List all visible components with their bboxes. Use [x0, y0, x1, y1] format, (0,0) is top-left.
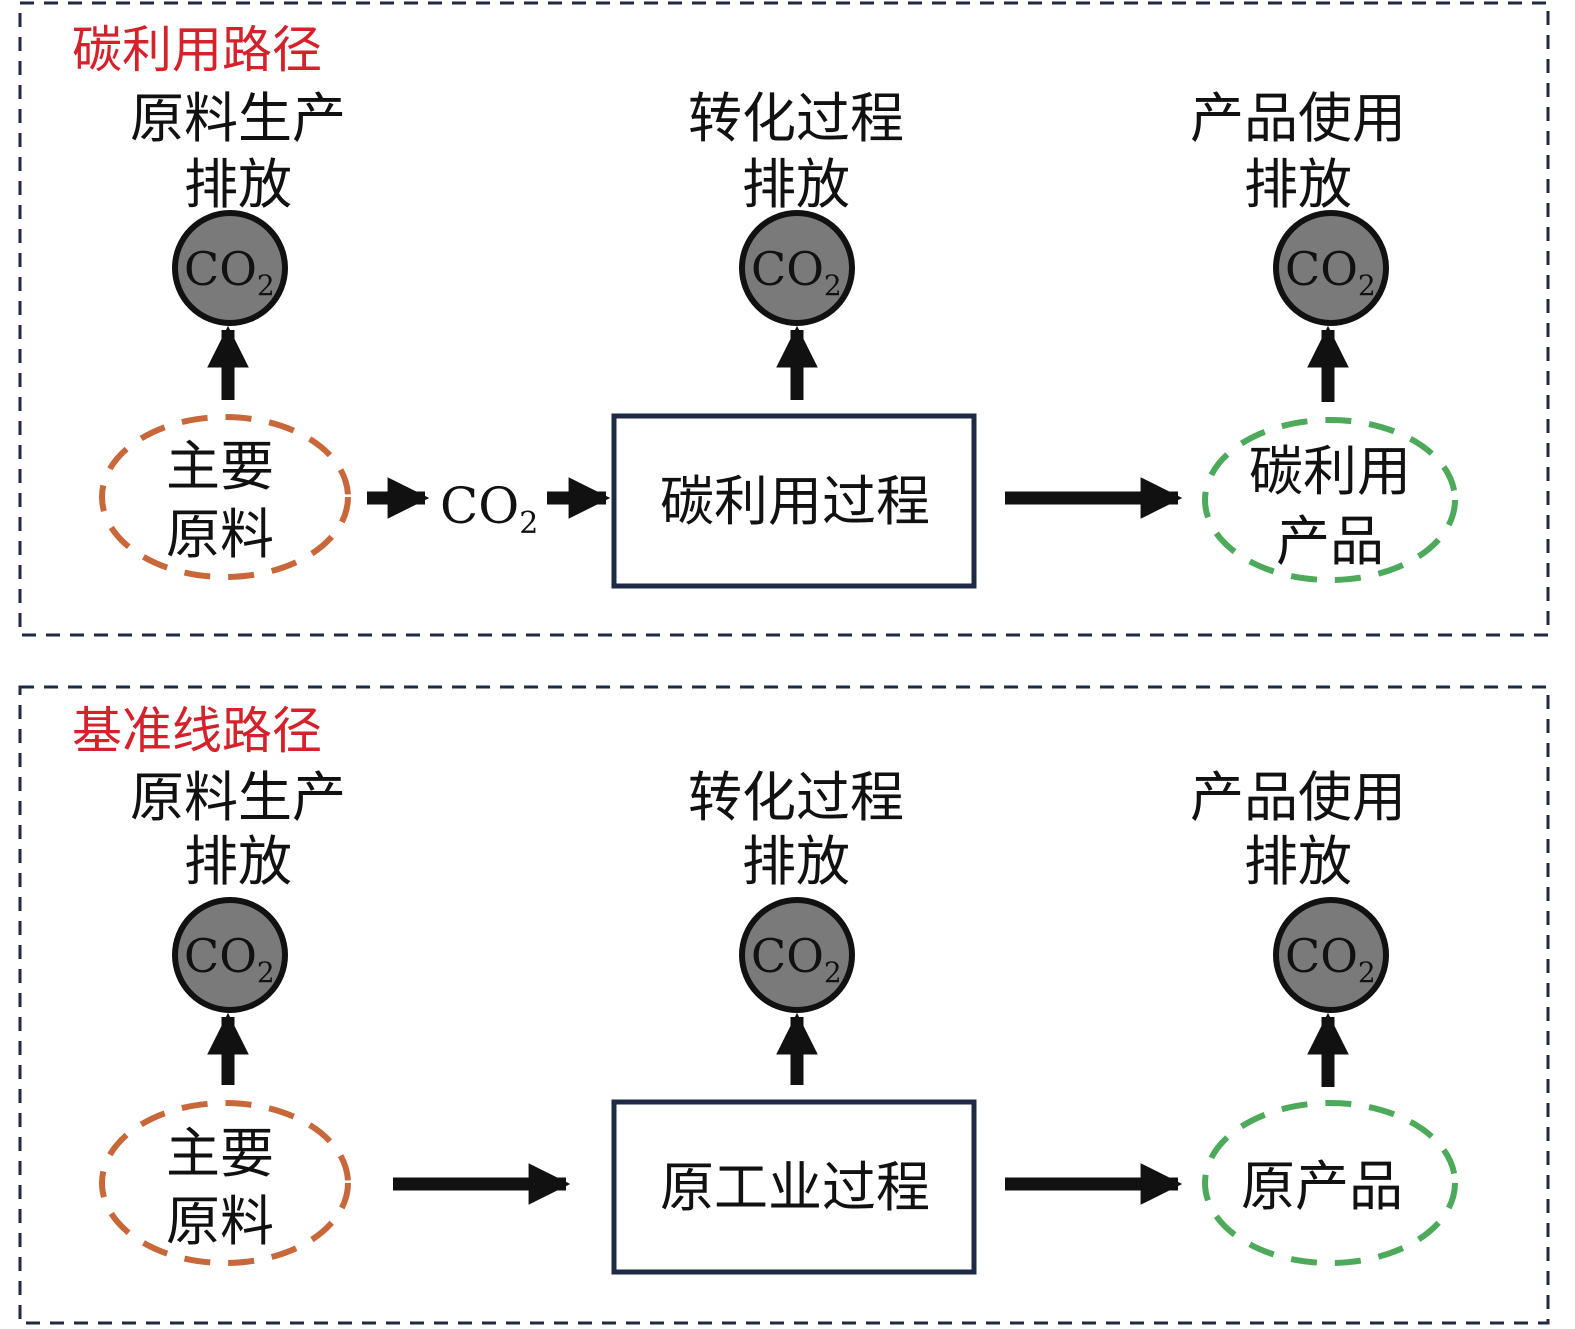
raw-material-node: 主要 原料 [99, 414, 351, 580]
panel-title: 碳利用路径 [72, 21, 322, 79]
svg-text:CO2: CO2 [751, 929, 842, 989]
intermediate-co2-main: CO [440, 477, 519, 535]
intermediate-co2-subscript: 2 [519, 506, 538, 541]
emission-label-product-line2: 排放 [1244, 153, 1352, 216]
co2-subscript: 2 [824, 269, 842, 302]
intermediate-co2: CO2 [440, 477, 538, 541]
product-line1: 碳利用 [1249, 440, 1411, 503]
co2-emission-node: CO2 [172, 897, 288, 1013]
svg-text:CO2: CO2 [751, 242, 842, 302]
co2-emission-node: CO2 [739, 897, 855, 1013]
emission-label-raw-line2: 排放 [184, 153, 292, 216]
product-line1: 原产品 [1241, 1155, 1403, 1218]
co2-label: CO [1285, 242, 1358, 296]
co2-emission-node: CO2 [1273, 210, 1389, 326]
co2-label: CO [184, 929, 257, 983]
svg-text:CO2: CO2 [1285, 929, 1376, 989]
raw-material-line2: 原料 [166, 1190, 274, 1253]
co2-label: CO [1285, 929, 1358, 983]
co2-label: CO [751, 242, 824, 296]
emission-label-conversion-line1: 转化过程 [688, 766, 904, 829]
product-line2: 产品 [1276, 510, 1384, 573]
emission-label-product-line2: 排放 [1244, 830, 1352, 893]
svg-text:CO2: CO2 [184, 929, 275, 989]
raw-material-line2: 原料 [166, 503, 274, 566]
baseline-panel: 基准线路径 原料生产 排放 转化过程 排放 产品使用 排放 CO2 CO2 CO… [18, 685, 1550, 1325]
panel-title: 基准线路径 [72, 702, 322, 760]
product-node: 原产品 [1202, 1100, 1458, 1266]
product-node: 碳利用 产品 [1202, 417, 1458, 583]
process-label: 原工业过程 [660, 1156, 930, 1219]
panel-border [18, 685, 1550, 1325]
co2-emission-node: CO2 [1273, 897, 1389, 1013]
process-label: 碳利用过程 [660, 470, 930, 533]
process-box: 原工业过程 [611, 1099, 977, 1275]
emission-label-conversion-line2: 排放 [742, 153, 850, 216]
carbon-utilization-panel: 碳利用路径 原料生产 排放 转化过程 排放 产品使用 排放 CO2 CO2 CO… [18, 1, 1550, 637]
co2-label: CO [184, 242, 257, 296]
emission-label-conversion-line1: 转化过程 [688, 87, 904, 150]
emission-label-conversion-line2: 排放 [742, 830, 850, 893]
raw-material-line1: 主要 [166, 435, 274, 498]
co2-emission-node: CO2 [172, 210, 288, 326]
co2-subscript: 2 [824, 956, 842, 989]
co2-label: CO [751, 929, 824, 983]
co2-subscript: 2 [257, 269, 275, 302]
svg-text:CO2: CO2 [1285, 242, 1376, 302]
emission-label-product-line1: 产品使用 [1190, 766, 1406, 829]
raw-material-line1: 主要 [166, 1122, 274, 1185]
raw-material-node: 主要 原料 [99, 1100, 351, 1266]
co2-subscript: 2 [1358, 956, 1376, 989]
emission-label-raw-line2: 排放 [184, 830, 292, 893]
svg-text:CO2: CO2 [184, 242, 275, 302]
emission-label-raw-line1: 原料生产 [130, 766, 346, 829]
process-box: 碳利用过程 [611, 413, 977, 589]
co2-subscript: 2 [257, 956, 275, 989]
emission-label-product-line1: 产品使用 [1190, 87, 1406, 150]
co2-subscript: 2 [1358, 269, 1376, 302]
co2-emission-node: CO2 [739, 210, 855, 326]
emission-label-raw-line1: 原料生产 [130, 87, 346, 150]
